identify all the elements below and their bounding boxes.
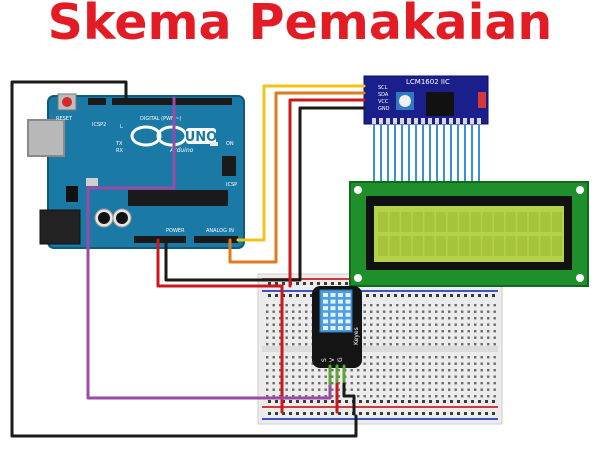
l-label: L xyxy=(120,124,123,130)
usb-port xyxy=(27,119,65,157)
wire-yellow-scl xyxy=(236,84,366,242)
sensor-pin-v: V xyxy=(329,357,336,362)
dht-sensor-module: Keyes S V G xyxy=(312,286,362,368)
icsp2-label: ICSP2 xyxy=(92,122,106,128)
power-label: POWER xyxy=(166,228,185,234)
tx-label: TX xyxy=(115,141,123,147)
power-jack xyxy=(39,209,81,245)
i2c-module-label: LCM1602 IIC xyxy=(406,78,450,86)
i2c-pin-row xyxy=(372,118,481,124)
digital-label: DIGITAL (PWM~) xyxy=(140,116,182,122)
uno-logo-text: UNO xyxy=(185,130,218,145)
reset-label: RESET xyxy=(56,116,73,122)
analog-label: ANALOG IN xyxy=(206,228,234,234)
digital-header xyxy=(112,98,232,105)
on-label: ON xyxy=(226,141,234,147)
lcd-character-cells xyxy=(378,212,562,256)
rx-label: RX xyxy=(116,148,123,154)
i2c-chip xyxy=(426,92,454,116)
reset-button xyxy=(62,97,72,107)
wire-purple-signal xyxy=(86,96,332,400)
i2c-pin-vcc: VCC xyxy=(378,99,389,105)
arduino-brand: Arduino xyxy=(169,147,194,154)
arduino-uno-board: RESET ICSP2 DIGITAL (PWM~) UNO Arduino L… xyxy=(27,93,245,249)
i2c-backpack-module: LCM1602 IIC SCL SDA VCC GND xyxy=(363,75,489,125)
power-header xyxy=(134,236,186,243)
breadboard xyxy=(257,273,503,425)
wire-black-i2c-gnd xyxy=(164,106,366,282)
lcd-ribbon-wires xyxy=(373,124,480,186)
wire-red-i2c-vcc xyxy=(288,98,366,288)
i2c-pin-gnd: GND xyxy=(378,106,390,112)
wire-black-sensor-gnd xyxy=(342,382,356,416)
wire-black-gnd-loop xyxy=(10,80,358,438)
wire-orange-sda xyxy=(228,91,366,264)
i2c-pin-sda: SDA xyxy=(378,92,389,98)
icsp-header xyxy=(222,156,236,176)
sensor-grid xyxy=(323,293,351,330)
wire-red-5v xyxy=(156,238,284,414)
icsp-label: ICSP xyxy=(226,182,237,188)
sensor-brand-label: Keyes xyxy=(353,327,360,345)
sensor-pin-s: S xyxy=(321,358,328,362)
i2c-pin-scl: SCL xyxy=(378,85,388,91)
lcd-16x2-display xyxy=(349,181,589,287)
analog-header xyxy=(194,236,238,243)
sensor-pin-g: G xyxy=(337,357,344,362)
uno-logo-box xyxy=(186,128,216,144)
diagram-title: Skema Pemakaian xyxy=(47,0,553,51)
atmega-chip xyxy=(128,190,228,206)
